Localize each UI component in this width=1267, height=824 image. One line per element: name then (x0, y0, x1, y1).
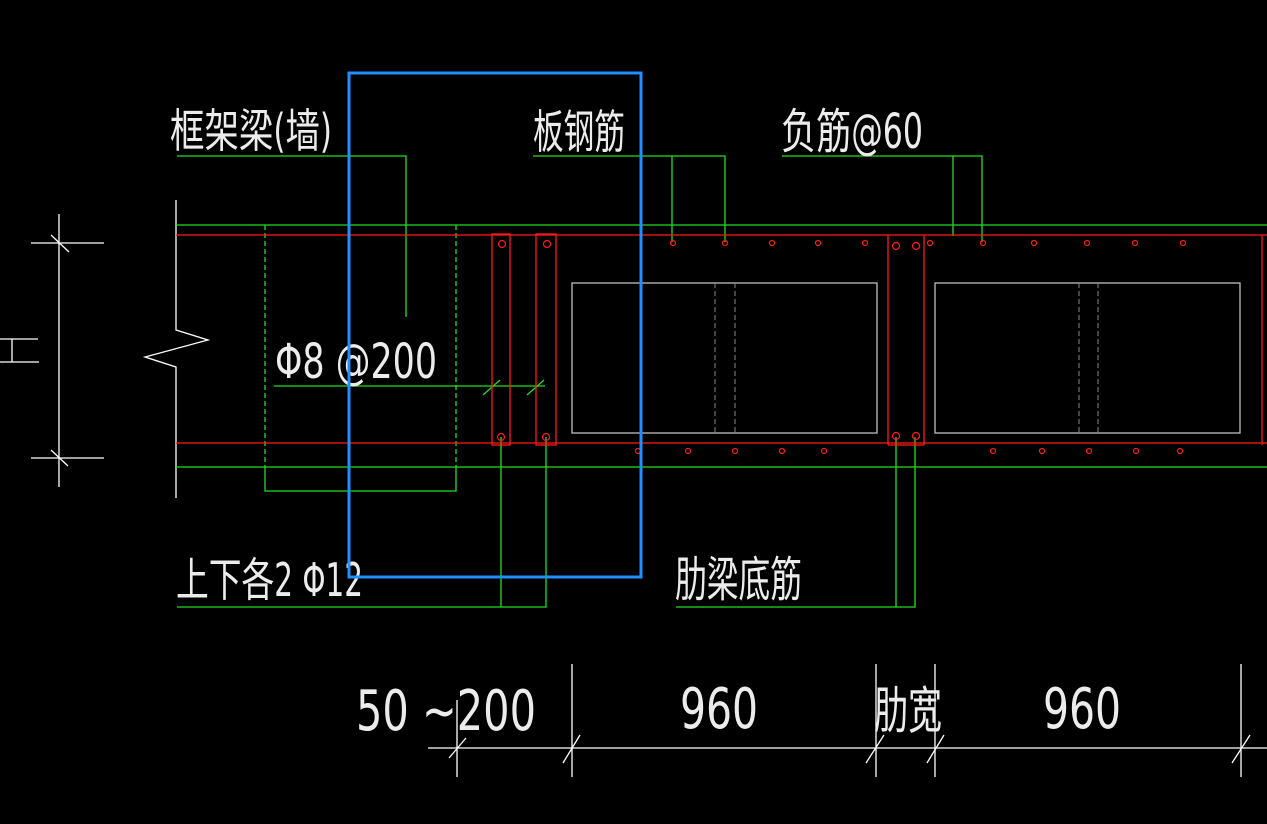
rebar-dot (496, 432, 506, 442)
rebar-dot (541, 432, 551, 442)
bottom-dimension (428, 664, 1267, 777)
rebar-dot (778, 447, 786, 455)
rebar-dot (861, 239, 869, 247)
rebar-dot (731, 447, 739, 455)
dim-edge: 50 ~200 (356, 679, 536, 744)
rebar-dot (911, 431, 921, 441)
rebar-dot (497, 239, 507, 249)
rebar-dot (891, 431, 901, 441)
void-centerlines (714, 283, 1099, 433)
break-line (142, 200, 211, 498)
rebar-dot (768, 239, 776, 247)
void-boxes (571, 282, 1241, 434)
rebar-dot (911, 241, 921, 251)
rebar-dot (684, 447, 692, 455)
rebar-dot (1038, 447, 1046, 455)
label-slab-rebar: 板钢筋 (533, 105, 625, 159)
rebar-dot (1131, 239, 1139, 247)
rebar-dot (891, 241, 901, 251)
dim-span-1: 960 (680, 677, 758, 742)
label-top-bottom-bars: 上下各2 Φ12 (176, 553, 363, 607)
rebar-dots (496, 239, 1187, 455)
rebar-dot (820, 447, 828, 455)
rebar-dot (542, 239, 552, 249)
rebar-lines (176, 233, 1267, 446)
label-rib-bottom-bar: 肋梁底筋 (675, 552, 802, 608)
rebar-dot (1132, 447, 1140, 455)
height-label: H (2, 363, 3, 365)
rebar-dot (989, 447, 997, 455)
height-dimension (0, 214, 104, 487)
rebar-dot (1030, 239, 1038, 247)
rebar-dot (979, 239, 987, 247)
slab-lines (176, 155, 1267, 608)
rebar-dot (721, 239, 729, 247)
rebar-dot (669, 239, 677, 247)
selection-rectangle[interactable] (347, 71, 643, 579)
label-negative-rebar: 负筋@60 (781, 104, 923, 160)
label-frame-beam: 框架梁(墙) (170, 104, 332, 158)
rebar-dot (1176, 447, 1184, 455)
dim-rib-width: 肋宽 (874, 682, 942, 740)
rebar-dot (926, 239, 934, 247)
dim-span-2: 960 (1043, 677, 1121, 742)
label-stirrup: Φ8 @200 (275, 334, 437, 390)
rebar-dot (1083, 239, 1091, 247)
rebar-dot (1085, 447, 1093, 455)
rebar-dot (1179, 239, 1187, 247)
rebar-dot (814, 239, 822, 247)
